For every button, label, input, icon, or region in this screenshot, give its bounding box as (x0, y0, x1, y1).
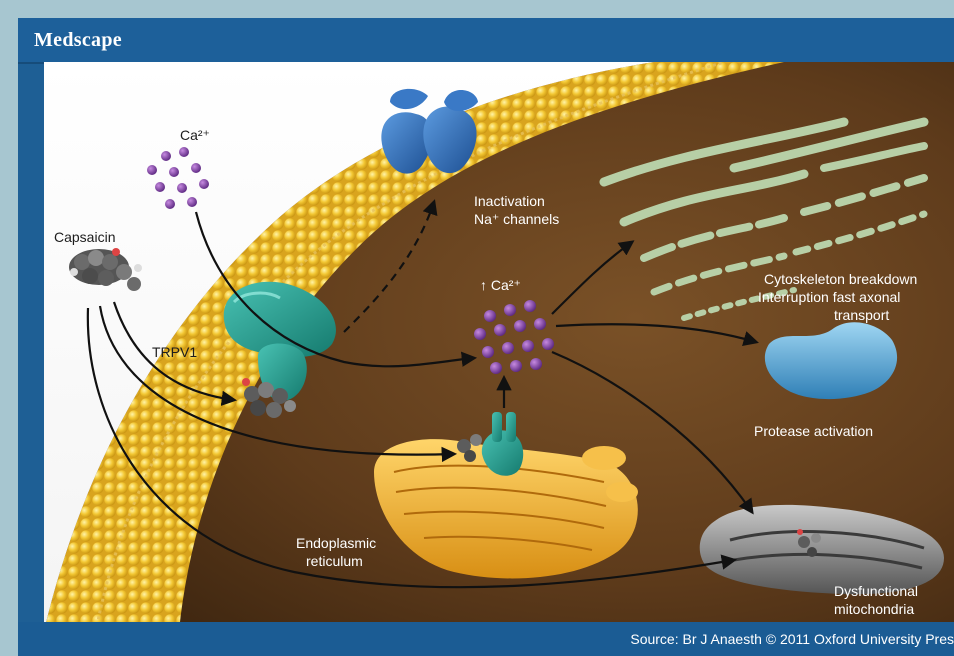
label-mito-line2: mitochondria (834, 601, 914, 617)
slide-frame: Medscape (18, 18, 954, 656)
label-cytoskeleton: Cytoskeleton breakdown (764, 271, 917, 287)
label-mito-line1: Dysfunctional (834, 583, 918, 599)
brand-logo: Medscape (34, 29, 122, 52)
source-credit: Source: Br J Anaesth © 2011 Oxford Unive… (630, 631, 954, 647)
footer-bar: Source: Br J Anaesth © 2011 Oxford Unive… (18, 622, 954, 656)
label-er-line2: reticulum (306, 553, 363, 569)
label-ca-outside: Ca²⁺ (180, 127, 210, 143)
label-trpv1: TRPV1 (152, 344, 197, 360)
label-inactivation: Inactivation (474, 193, 545, 209)
label-ca-rise: ↑ Ca²⁺ (480, 277, 521, 293)
label-er-line1: Endoplasmic (296, 535, 376, 551)
label-na-channels: Na⁺ channels (474, 211, 559, 227)
diagram-figure: Ca²⁺ Capsaicin TRPV1 Inactivation Na⁺ ch… (44, 62, 954, 631)
label-transport: transport (834, 307, 889, 323)
label-capsaicin: Capsaicin (54, 229, 115, 245)
label-interruption: Interruption fast axonal (758, 289, 900, 305)
diagram-svg: Ca²⁺ Capsaicin TRPV1 Inactivation Na⁺ ch… (44, 62, 954, 631)
header-bar: Medscape (18, 18, 954, 64)
label-protease: Protease activation (754, 423, 873, 439)
